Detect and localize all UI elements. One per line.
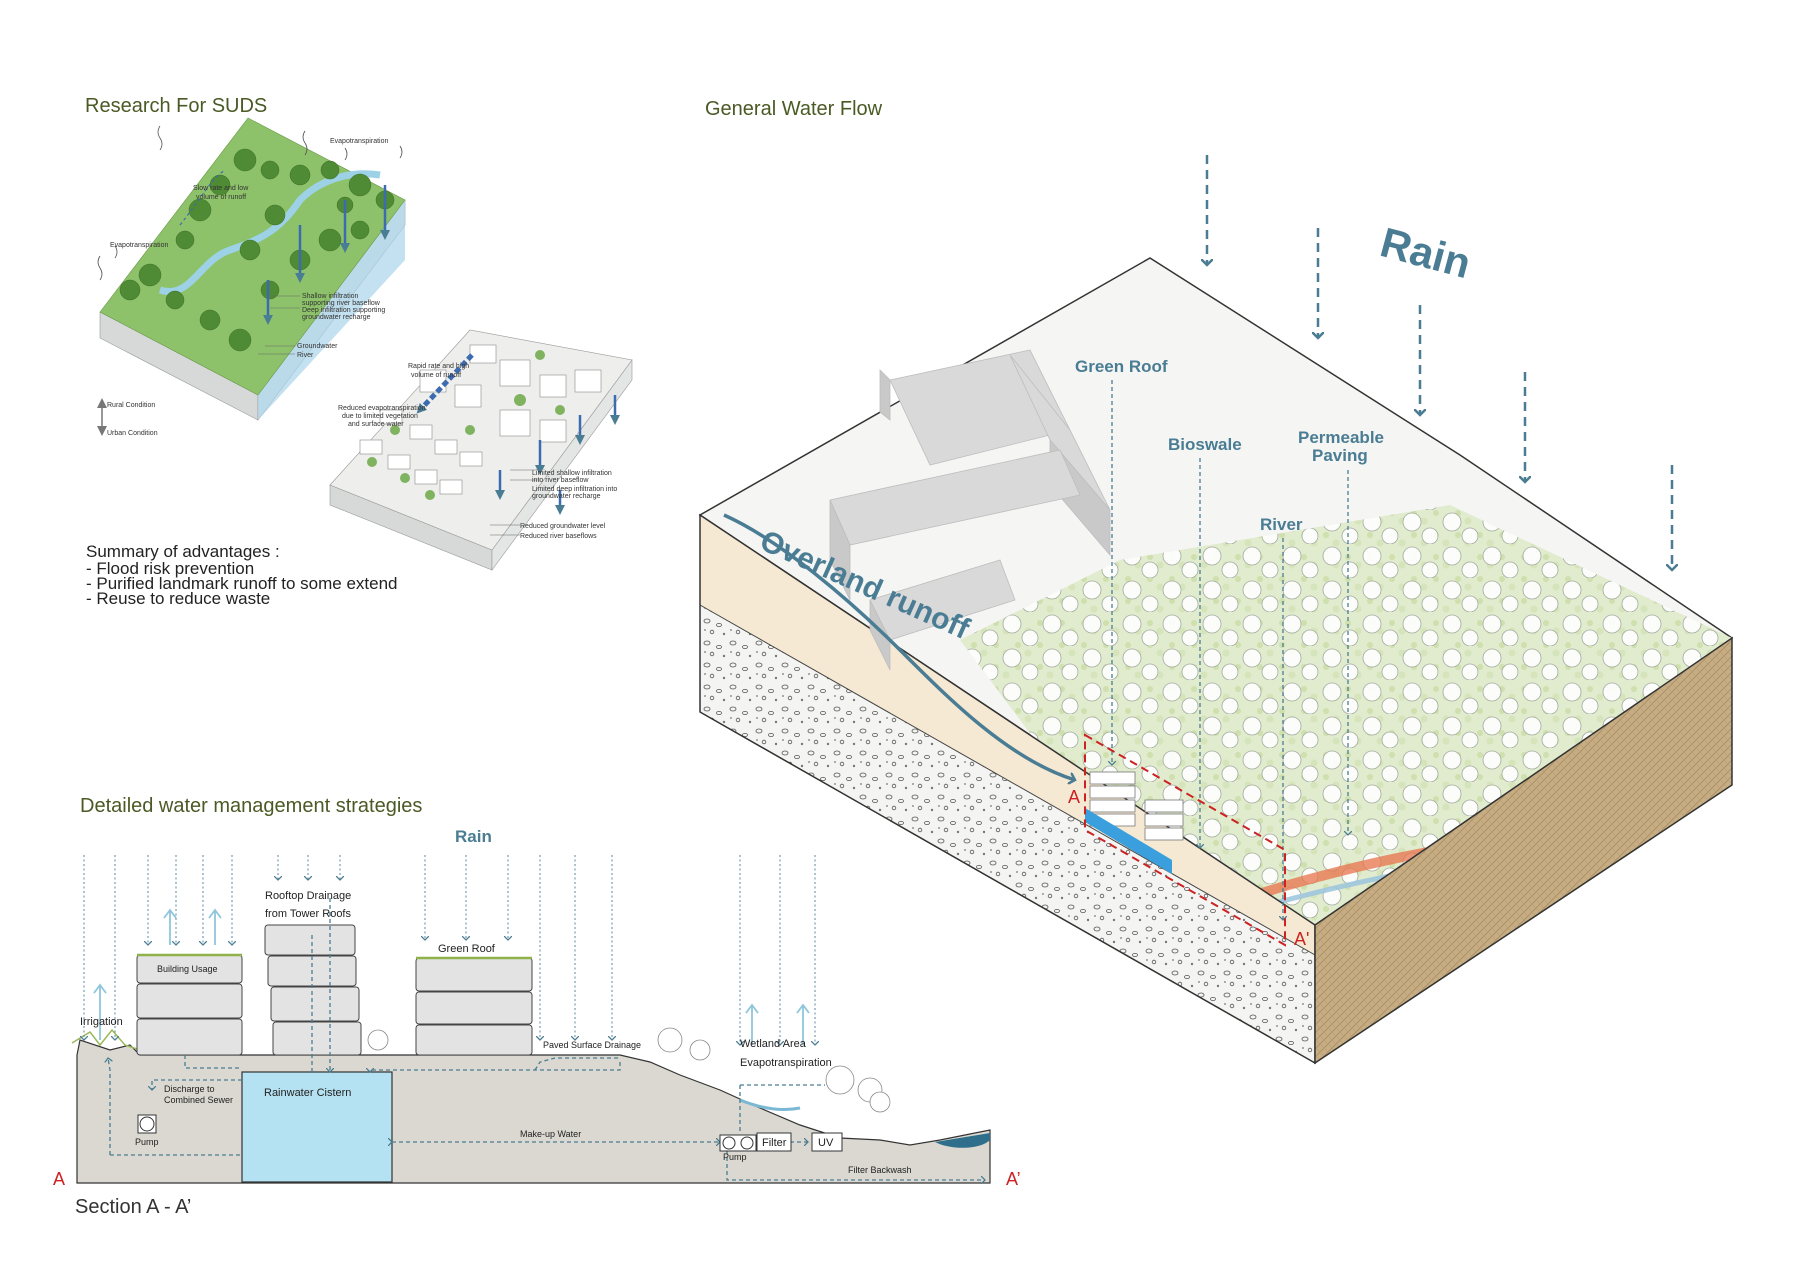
pump-icon <box>740 1136 754 1150</box>
label-makeup: Make-up Water <box>520 1129 581 1139</box>
label-section-a-prime: A’ <box>1006 1169 1021 1189</box>
label-discharge-1: Discharge to <box>164 1084 215 1094</box>
label-slow-rate-2: volume of runoff <box>196 194 246 201</box>
label-cut-a-prime: A' <box>1294 929 1309 949</box>
label-limited-deep: Limited deep infiltration into <box>532 486 617 493</box>
label-cut-a: A <box>1068 787 1080 807</box>
label-evapo-left: Evapotranspiration <box>110 242 168 249</box>
pump-icon <box>139 1116 155 1132</box>
down-arrow-icon <box>97 426 107 436</box>
label-reduced-gw: Reduced groundwater level <box>520 523 606 530</box>
label-urban: Urban Condition <box>107 430 158 437</box>
label-limited-shallow: Limited shallow infiltration <box>532 470 612 477</box>
label-filter: Filter <box>762 1137 787 1149</box>
label-cistern: Rainwater Cistern <box>264 1087 351 1099</box>
detailed-strategies-heading: Detailed water management strategies <box>80 795 422 817</box>
label-slow-rate: Slow rate and low <box>193 185 249 192</box>
label-limited-deep-2: groundwater recharge <box>532 493 601 500</box>
label-pump-left: Pump <box>135 1137 159 1147</box>
advantage-item: - Purified landmark runoff to some exten… <box>86 574 398 593</box>
general-flow-heading: General Water Flow <box>705 98 883 120</box>
label-paving: Paving <box>1312 446 1368 465</box>
advantages-title: Summary of advantages : <box>86 542 280 561</box>
label-river: River <box>1260 515 1303 534</box>
label-green-roof: Green Roof <box>1075 357 1168 376</box>
rural-block-diagram: Evapotranspiration Slow rate and low vol… <box>97 117 406 421</box>
advantages-summary: Summary of advantages : - Flood risk pre… <box>86 542 398 608</box>
label-uv: UV <box>818 1137 834 1149</box>
label-reduced-evapo: Reduced evapotranspiration <box>338 405 426 412</box>
label-paved: Paved Surface Drainage <box>543 1040 641 1050</box>
label-reduced-evapo-2: due to limited vegetation <box>342 413 418 420</box>
label-rooftop-1: Rooftop Drainage <box>265 890 351 902</box>
label-reduced-river: Reduced river baseflows <box>520 533 597 540</box>
label-backwash: Filter Backwash <box>848 1165 912 1175</box>
research-heading: Research For SUDS <box>85 95 267 117</box>
label-rain: Rain <box>1376 218 1476 287</box>
general-flow-block: Overland runoff Rain Green Roof Bioswale… <box>698 155 1734 1065</box>
label-pump-right: Pump <box>723 1152 747 1162</box>
label-rooftop-2: from Tower Roofs <box>265 908 351 920</box>
label-permeable: Permeable <box>1298 428 1384 447</box>
label-rapid: Rapid rate and high <box>408 363 469 370</box>
advantage-item: - Reuse to reduce waste <box>86 589 270 608</box>
label-bioswale: Bioswale <box>1168 435 1242 454</box>
section-heading: Section A - A’ <box>75 1196 191 1218</box>
urban-block-diagram: Rapid rate and high volume of runoff Red… <box>329 329 633 571</box>
label-evapo-top: Evapotranspiration <box>330 138 388 145</box>
label-deep-2: groundwater recharge <box>302 314 371 321</box>
rainwater-cistern <box>241 1071 393 1183</box>
label-shallow-2: supporting river baseflow <box>302 300 381 307</box>
rural-urban-indicator: Rural Condition Urban Condition <box>97 398 158 437</box>
label-irrigation: Irrigation <box>80 1016 123 1028</box>
label-shallow: Shallow infiltration <box>302 293 359 300</box>
label-deep: Deep infiltration supporting <box>302 307 385 314</box>
section-diagram: Rainwater Cistern <box>53 827 1021 1189</box>
label-rapid-2: volume of runoff <box>411 372 461 379</box>
advantage-item: - Flood risk prevention <box>86 559 254 578</box>
label-reduced-evapo-3: and surface water <box>348 421 404 428</box>
pump-icon <box>722 1136 736 1150</box>
label-rural: Rural Condition <box>107 402 155 409</box>
uv-box <box>811 1132 843 1152</box>
label-section-rain: Rain <box>455 827 492 846</box>
label-river: River <box>297 352 314 359</box>
label-building-usage: Building Usage <box>157 964 218 974</box>
section-cut-box <box>1084 733 1286 947</box>
label-section-green-roof: Green Roof <box>438 943 496 955</box>
label-limited-shallow-2: into river baseflow <box>532 477 589 484</box>
up-arrow-icon <box>97 398 107 408</box>
label-wetland-1: Wetland Area <box>740 1038 807 1050</box>
label-wetland-2: Evapotranspiration <box>740 1057 832 1069</box>
label-groundwater: Groundwater <box>297 343 338 350</box>
label-section-a: A <box>53 1169 65 1189</box>
label-discharge-2: Combined Sewer <box>164 1095 233 1105</box>
filter-box <box>756 1132 792 1152</box>
